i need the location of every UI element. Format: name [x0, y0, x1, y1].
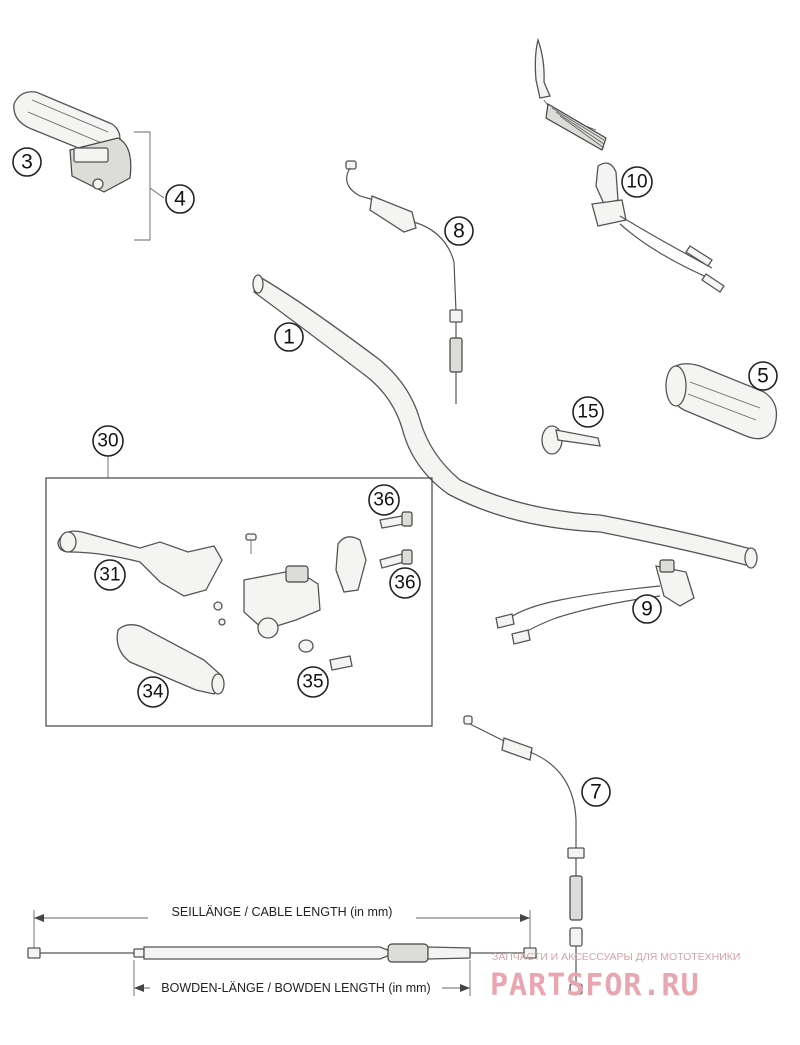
callout-8: 8 — [444, 216, 474, 246]
callout-number: 15 — [577, 402, 598, 423]
watermark-brand: PARTSFOR.RU — [490, 968, 700, 1003]
callout-number: 36 — [373, 490, 394, 511]
throttle-cable — [345, 160, 463, 404]
callout-7: 7 — [581, 777, 611, 807]
callout-number: 7 — [590, 781, 602, 804]
cable-tie — [541, 425, 601, 455]
callout-number: 31 — [99, 565, 120, 586]
switch-assembly — [495, 559, 695, 645]
callout-35: 35 — [297, 666, 329, 698]
callout-number: 30 — [97, 431, 118, 452]
callout-number: 3 — [21, 151, 33, 174]
callout-31: 31 — [94, 559, 126, 591]
callout-30: 30 — [92, 425, 124, 457]
callout-34: 34 — [137, 676, 169, 708]
bowden-length-label: BOWDEN-LÄNGE / BOWDEN LENGTH (in mm) — [161, 981, 430, 995]
kill-switch-lanyard — [534, 37, 725, 293]
watermark-subtitle: ЗАПЧАСТИ И АКСЕССУАРЫ ДЛЯ МОТОТЕХНИКИ — [492, 951, 740, 963]
callout-3: 3 — [12, 147, 42, 177]
clutch-assembly-group — [45, 456, 433, 727]
callout-number: 4 — [174, 188, 186, 211]
handlebar — [252, 274, 758, 569]
callout-number: 34 — [142, 682, 164, 703]
callout-15: 15 — [572, 396, 604, 428]
callout-36-bottom: 36 — [389, 567, 421, 599]
callout-5: 5 — [748, 361, 778, 391]
callout-number: 36 — [394, 573, 415, 594]
callout-number: 9 — [641, 598, 653, 621]
watermark: ЗАПЧАСТИ И АКСЕССУАРЫ ДЛЯ МОТОТЕХНИКИ PA… — [490, 951, 740, 1003]
callout-36-top: 36 — [368, 484, 400, 516]
callout-1: 1 — [274, 322, 304, 352]
cable-length-label: SEILLÄNGE / CABLE LENGTH (in mm) — [172, 905, 393, 919]
clutch-cable — [463, 715, 585, 995]
grip — [665, 363, 778, 440]
callout-number: 10 — [626, 172, 647, 193]
callout-9: 9 — [632, 594, 662, 624]
throttle-grip-assembly — [13, 91, 165, 241]
callout-number: 35 — [302, 672, 323, 693]
callout-number: 8 — [453, 220, 465, 243]
callout-10: 10 — [621, 166, 653, 198]
callout-number: 1 — [283, 326, 295, 349]
callout-4: 4 — [165, 184, 195, 214]
callout-number: 5 — [757, 365, 769, 388]
